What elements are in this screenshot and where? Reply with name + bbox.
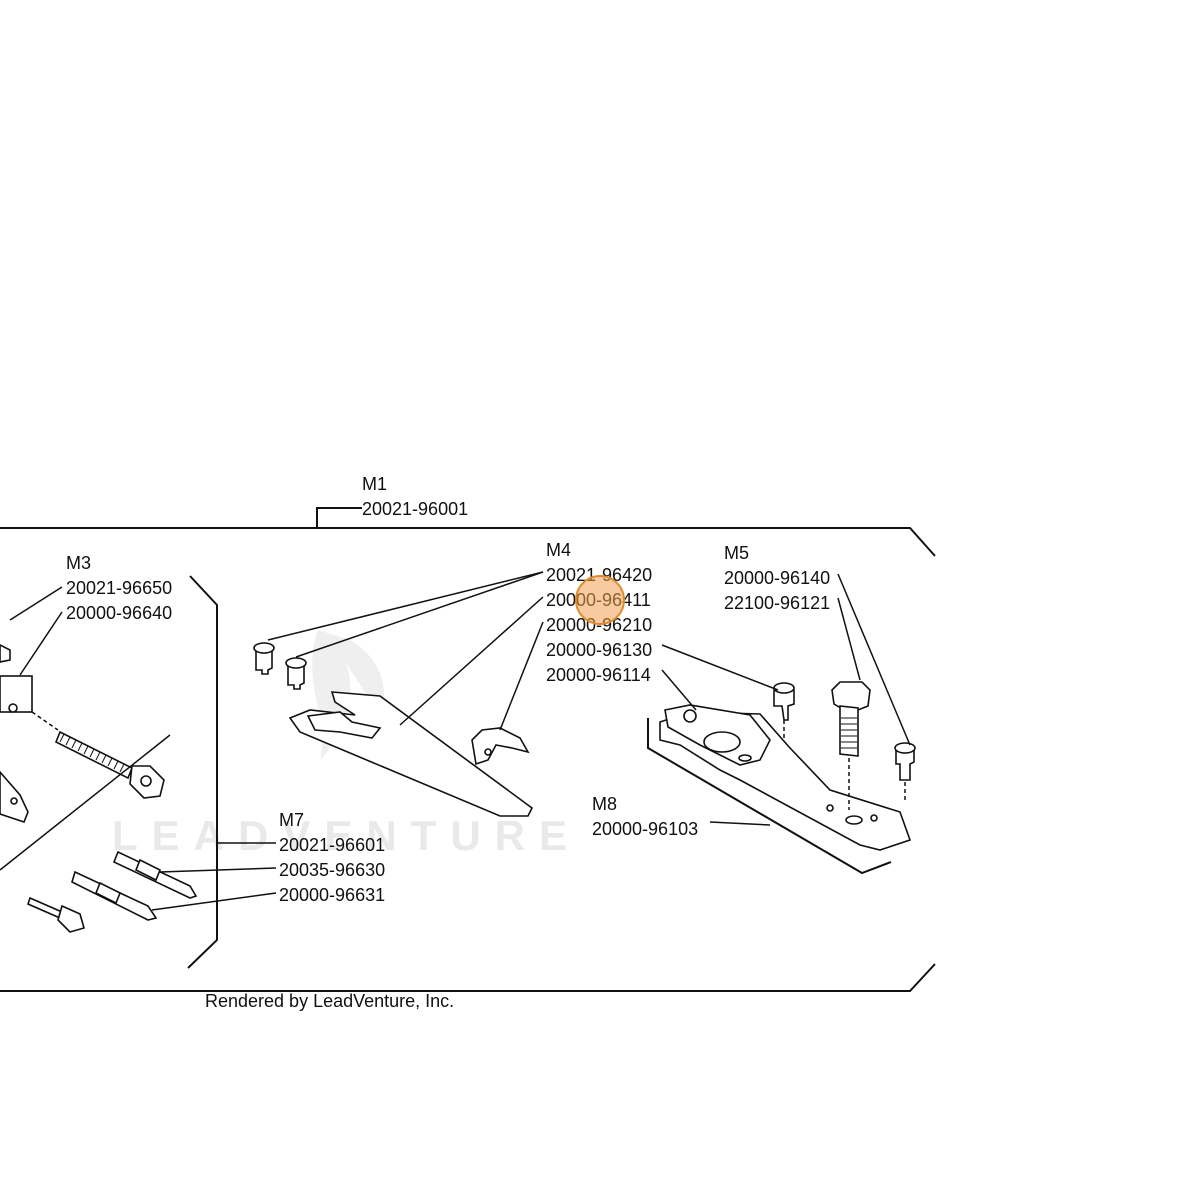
m7-part-number: 20021-96601 — [279, 835, 385, 855]
m5-label: M5 — [724, 543, 749, 563]
frame-m1 — [0, 507, 936, 992]
m4-part-number: 20000-96130 — [546, 640, 652, 660]
m4-part-number: 20000-96114 — [546, 665, 651, 685]
m1-part-number: 20021-96001 — [362, 499, 468, 519]
m7-part-number: 20000-96631 — [279, 885, 385, 905]
m5-part-number: 20000-96140 — [724, 568, 830, 588]
m4-part-number: 20021-96420 — [546, 565, 652, 585]
m7-part-number: 20035-96630 — [279, 860, 385, 880]
watermark-text: LEADVENTURE — [112, 812, 581, 859]
footer-credit: Rendered by LeadVenture, Inc. — [205, 991, 454, 1011]
frame-m8-bracket — [647, 718, 892, 875]
m8-part-number: 20000-96103 — [592, 819, 698, 839]
labels: M1 20021-96001 M3 20021-96650 20000-9664… — [66, 474, 830, 1011]
m4-parts-drawing — [253, 642, 534, 817]
m4-label: M4 — [546, 540, 571, 560]
m3-label: M3 — [66, 553, 91, 573]
m4-part-number: 20000-96210 — [546, 615, 652, 635]
m1-label: M1 — [362, 474, 387, 494]
m3-part-number: 20021-96650 — [66, 578, 172, 598]
frame-m3-bracket — [187, 575, 218, 969]
leader-lines — [0, 571, 911, 911]
m8-m5-parts-drawing — [659, 681, 916, 851]
m7-parts-drawing — [71, 850, 198, 921]
m8-label: M8 — [592, 794, 617, 814]
m7-label: M7 — [279, 810, 304, 830]
m3-parts-drawing — [0, 644, 165, 933]
highlight-marker — [575, 575, 625, 625]
m5-part-number: 22100-96121 — [724, 593, 830, 613]
m3-part-number: 20000-96640 — [66, 603, 172, 623]
